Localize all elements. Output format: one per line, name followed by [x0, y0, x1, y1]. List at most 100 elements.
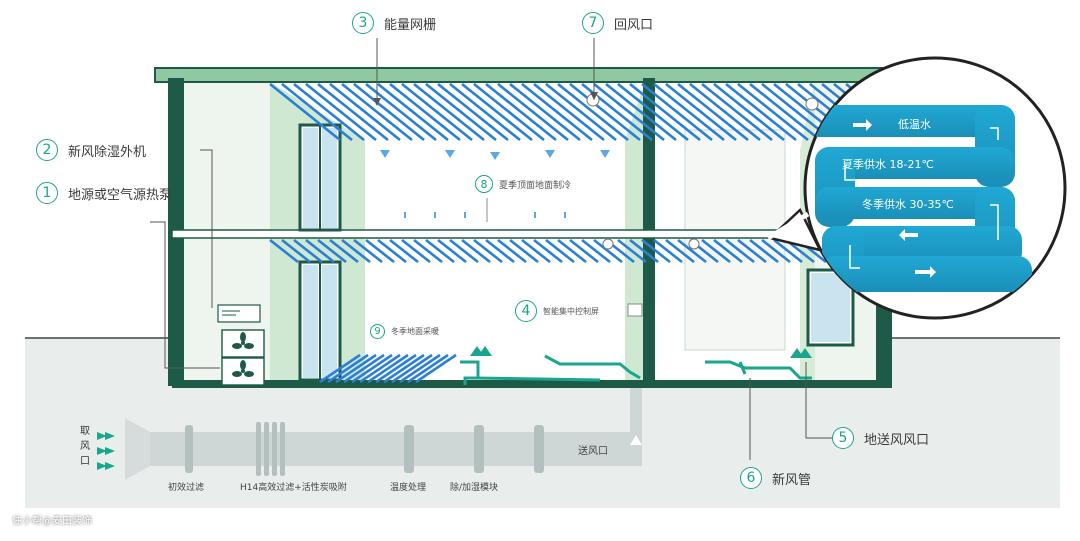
label-floor-heating: 9 冬季地面采暖 [370, 324, 439, 339]
return-vent-3 [602, 238, 614, 250]
grille-slat [437, 238, 467, 264]
grille-slat [665, 238, 695, 264]
grille-slat [327, 353, 369, 384]
label-dehumidifier: 2 新风除湿外机 [36, 139, 146, 161]
label-return-vent: 7 回风口 [582, 12, 653, 34]
grille-slat [521, 82, 593, 142]
grille-slat [425, 238, 455, 264]
label-text: 夏季顶面地面制冷 [499, 180, 572, 191]
grille-slat [701, 82, 773, 142]
grille-slat [269, 238, 299, 264]
grille-slat [365, 82, 437, 142]
grille-slat [533, 82, 605, 142]
label-fresh-air-duct: 6 新风管 [740, 467, 811, 489]
grille-slat [449, 238, 479, 264]
grille-slat [737, 238, 767, 264]
grille-slat [281, 82, 353, 142]
floor-air-pipes [460, 354, 812, 385]
grille-slat [413, 82, 485, 142]
label-text: 新风除湿外机 [68, 144, 147, 160]
grille-slat [293, 82, 365, 142]
fresh-air-duct [125, 388, 642, 480]
grille-slat [761, 238, 791, 264]
grille-slat [689, 82, 761, 142]
grille-slat [581, 238, 611, 264]
grille-slat [677, 238, 707, 264]
grille-slat [281, 238, 311, 264]
leader-lines [150, 38, 832, 460]
grille-slat [497, 82, 569, 142]
grille-slat [343, 353, 385, 384]
grille-slat [365, 238, 395, 264]
label-summer-cooling: 8 夏季顶面地面制冷 [475, 175, 571, 193]
grille-slat [415, 353, 457, 384]
grille-slat [569, 82, 641, 142]
grille-slat [713, 238, 743, 264]
grille-slat [545, 238, 575, 264]
grille-slat [497, 238, 527, 264]
grille-slat [485, 238, 515, 264]
grille-slat [293, 238, 323, 264]
callout-summer-supply: 夏季供水 18-21℃ [842, 158, 934, 171]
label-text: 地源或空气源热泵 [68, 187, 173, 203]
label-number: 1 [36, 182, 58, 204]
label-heat-pump: 1 地源或空气源热泵 [36, 182, 172, 204]
floor-vent-arrows [470, 346, 812, 358]
intake-label: 取 风 口 [78, 424, 92, 469]
label-number: 7 [582, 12, 604, 34]
window-lower [298, 260, 342, 382]
grille-slat [569, 238, 599, 264]
grille-slat [677, 82, 749, 142]
grille-slat [665, 82, 737, 142]
grille-slat [533, 238, 563, 264]
grille-slat [401, 238, 431, 264]
watermark: 住小帮@麦田装饰 [12, 516, 92, 527]
label-text: 能量网栅 [384, 17, 437, 33]
label-number: 9 [370, 324, 385, 339]
grille-slat [629, 238, 659, 264]
grille-slat [473, 238, 503, 264]
grille-slat [773, 238, 803, 264]
grille-slat [375, 353, 417, 384]
grille-slat [437, 82, 509, 142]
grille-slat [401, 82, 473, 142]
grille-slat [545, 82, 617, 142]
grille-slat [653, 238, 683, 264]
grille-slat [407, 353, 449, 384]
grille-slat [413, 238, 443, 264]
label-text: 地送风风口 [864, 432, 930, 448]
grille-slat [749, 238, 779, 264]
grille-slat [461, 82, 533, 142]
grille-slat [653, 82, 725, 142]
control-panel [627, 303, 643, 317]
grille-slat [353, 82, 425, 142]
label-text: 冬季地面采暖 [391, 327, 439, 336]
stage-temperature: 温度处理 [390, 483, 427, 493]
label-energy-grille: 3 能量网栅 [352, 12, 436, 34]
grille-slat [629, 82, 701, 142]
window-upper [298, 123, 342, 232]
grille-slat [593, 238, 623, 264]
grille-slat [305, 82, 377, 142]
callout-winter-supply: 冬季供水 30-35℃ [862, 198, 954, 211]
grille-slat [367, 353, 409, 384]
grille-slat [725, 82, 797, 142]
grille-slat [351, 353, 393, 384]
intake-char: 口 [80, 456, 90, 467]
grille-slat [449, 82, 521, 142]
intake-char: 风 [80, 441, 90, 452]
label-text: 新风管 [772, 472, 812, 488]
grille-slat [383, 353, 425, 384]
grille-slat [557, 82, 629, 142]
grille-slat [359, 353, 401, 384]
label-number: 4 [515, 300, 537, 322]
return-vent-4 [688, 238, 700, 250]
grille-slat [509, 82, 581, 142]
grille-slat [473, 82, 545, 142]
floor-heating-grille [319, 353, 457, 384]
grille-slat [557, 238, 587, 264]
intake-char: 取 [80, 426, 90, 437]
ground-slab [172, 380, 892, 388]
water-temp-callout [766, 56, 1067, 320]
label-number: 2 [36, 139, 58, 161]
